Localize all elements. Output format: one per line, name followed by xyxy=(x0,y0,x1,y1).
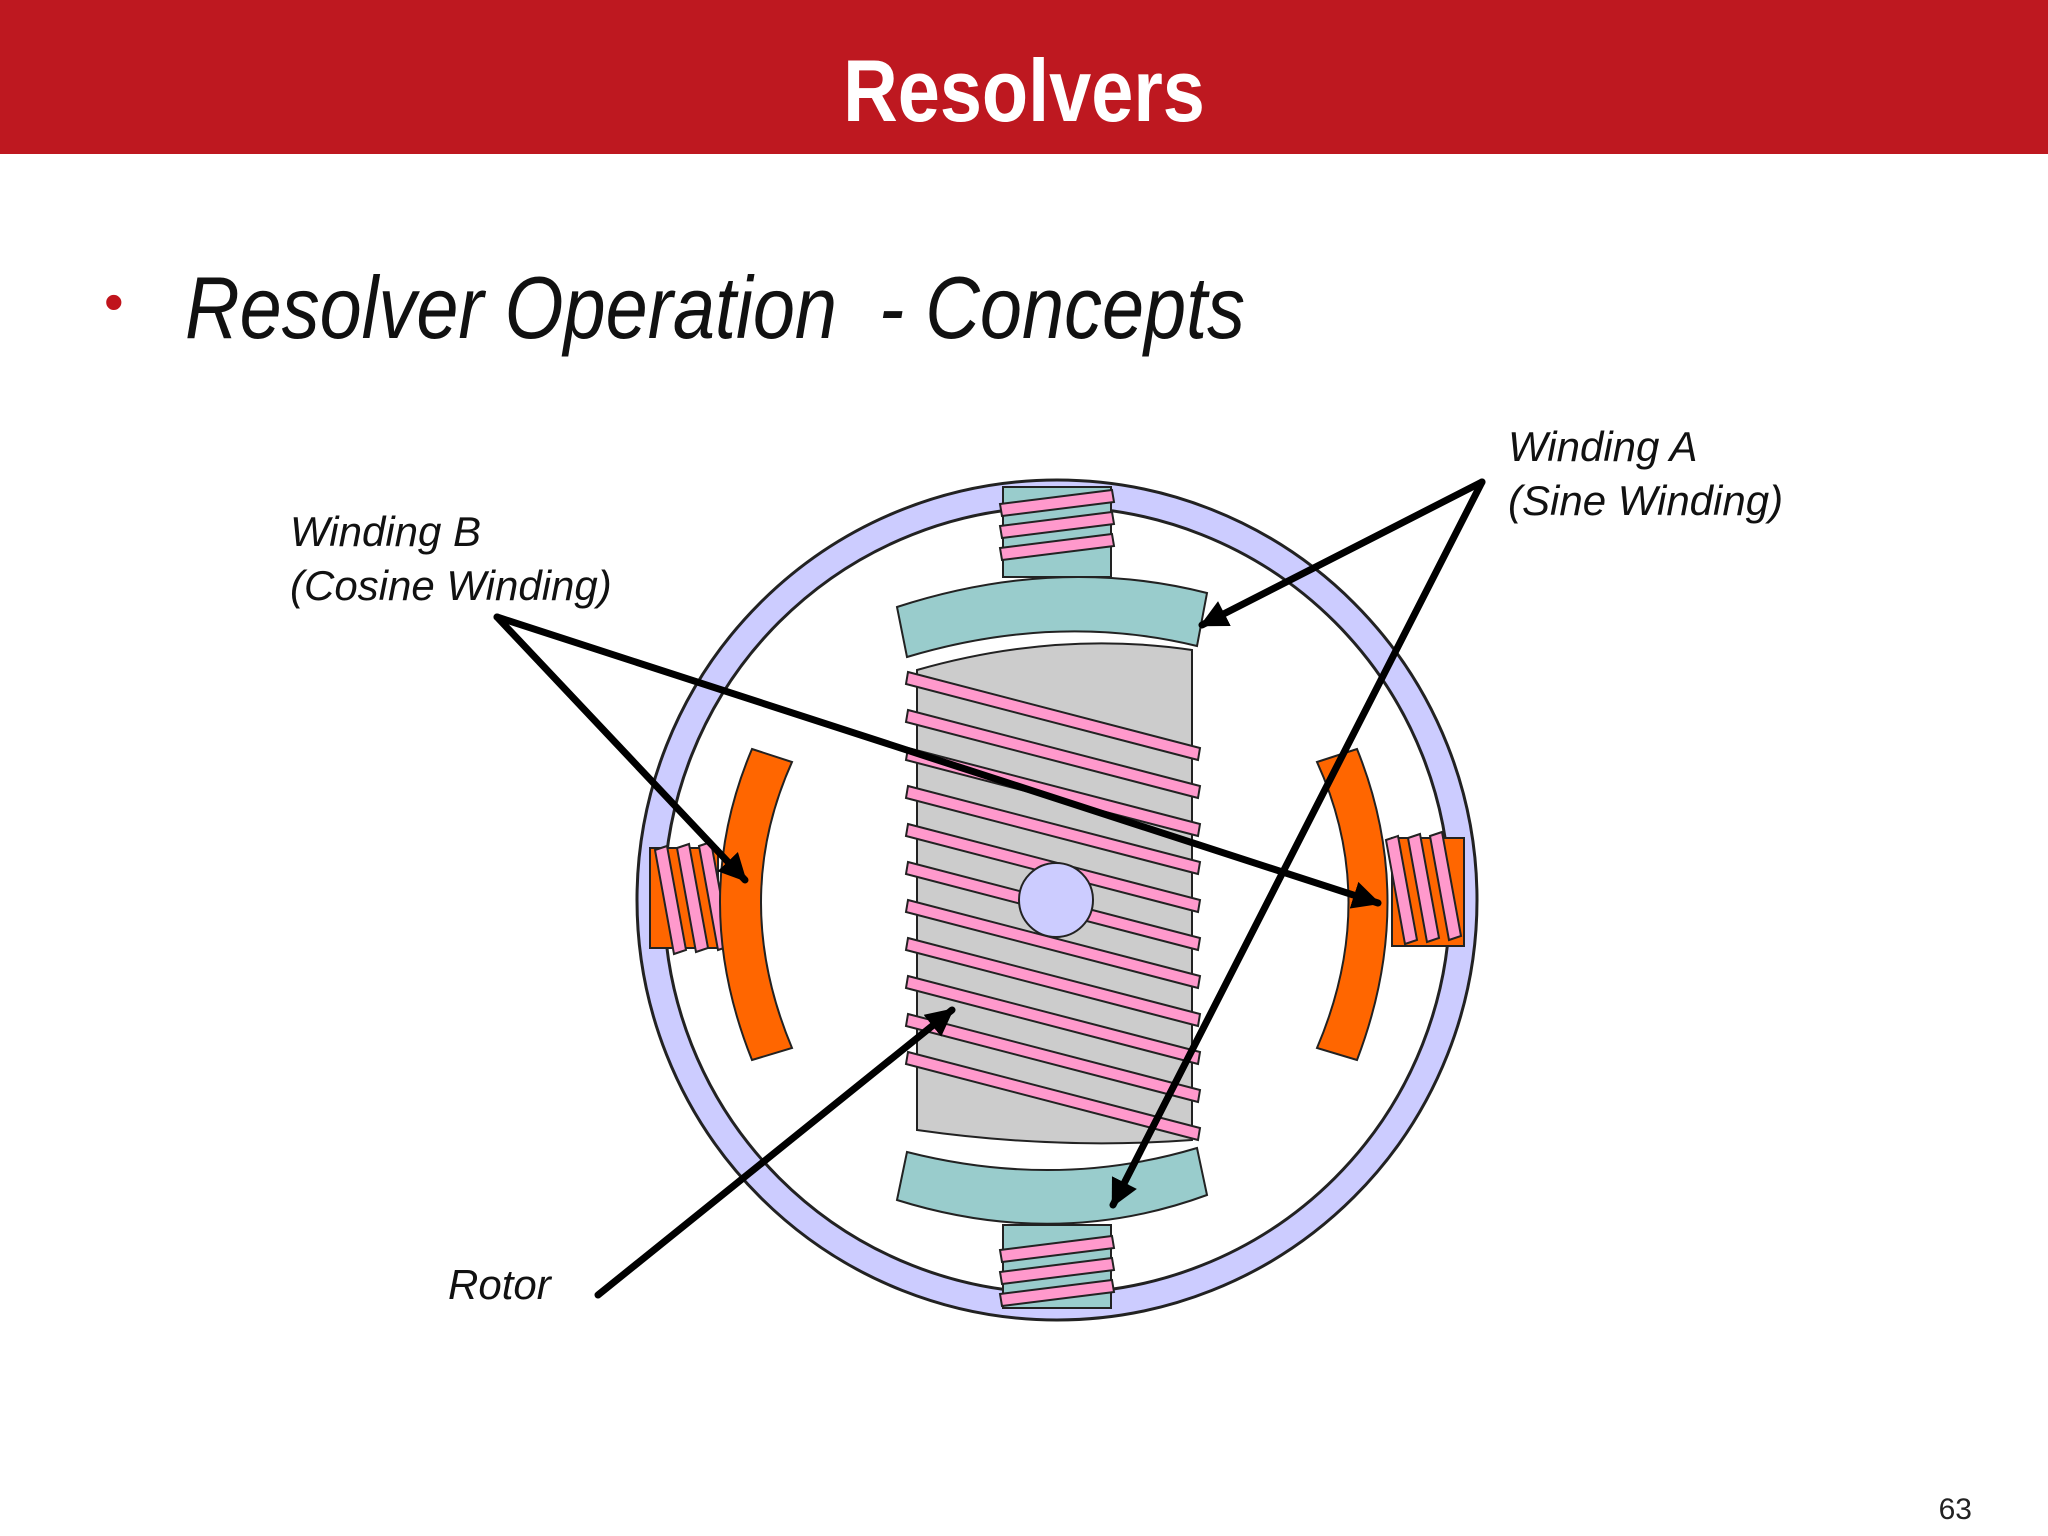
arrow-winding-a-top xyxy=(1198,478,1486,629)
arrow-rotor xyxy=(594,1006,956,1299)
arrow-winding-a-bottom xyxy=(1109,478,1486,1209)
left-pole xyxy=(649,747,794,1062)
arrow-winding-b-left xyxy=(493,613,749,884)
title-bar xyxy=(0,0,2048,154)
page-number: 63 xyxy=(1938,1493,1972,1526)
winding-b-name: Winding B xyxy=(290,508,482,555)
winding-b-type: (Cosine Winding) xyxy=(290,562,612,609)
rotor xyxy=(904,642,1202,1145)
arrow-winding-b-right xyxy=(493,613,1382,909)
slide-title: Resolvers xyxy=(843,41,1205,140)
winding-a-name: Winding A xyxy=(1508,423,1698,470)
pointer-arrows xyxy=(493,478,1486,1299)
rotor-shaft xyxy=(1018,862,1094,938)
winding-b-label: Winding B (Cosine Winding) xyxy=(290,505,612,613)
winding-a-type: (Sine Winding) xyxy=(1508,477,1784,524)
bullet-marker: • xyxy=(104,270,124,333)
slide-subtitle: Resolver Operation - Concepts xyxy=(185,258,1246,357)
top-pole xyxy=(895,486,1209,659)
winding-a-label: Winding A (Sine Winding) xyxy=(1508,420,1783,528)
rotor-label: Rotor xyxy=(448,1261,551,1308)
